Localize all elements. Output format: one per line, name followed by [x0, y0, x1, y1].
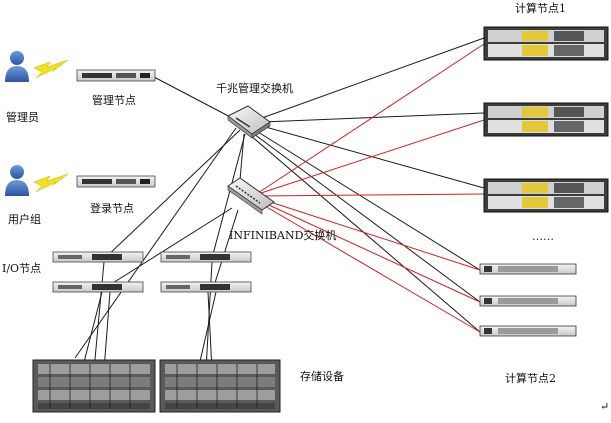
link-io-to-storage-6	[205, 261, 213, 371]
mgmt-node-label: 管理节点	[92, 93, 136, 107]
link-io-to-storage-3	[207, 291, 213, 371]
user-group-label: 用户组	[8, 212, 41, 226]
mgmt-node-server	[76, 69, 156, 82]
lightning-icon	[33, 59, 69, 79]
admin-label: 管理员	[6, 110, 39, 124]
compute1-chassis-3	[483, 178, 609, 213]
link-gigswitch-to-compute2-b	[253, 133, 481, 303]
link-ib-to-io-b	[213, 209, 239, 287]
io-node-label: I/O节点	[2, 262, 41, 275]
link-gigswitch-to-compute2-c	[249, 134, 481, 333]
compute1-chassis-2	[483, 102, 609, 137]
compute2-server-3	[479, 325, 577, 337]
storage-array-1	[32, 359, 156, 413]
ib-switch-label: INFINIBAND交换机	[229, 228, 336, 242]
io-node-server-1	[52, 251, 144, 263]
user-group-icon	[5, 165, 29, 196]
io-node-server-3	[52, 281, 144, 293]
ib-link-compute2-a	[257, 197, 481, 271]
link-io-to-storage-1	[81, 291, 103, 371]
infiniband-links	[257, 43, 485, 333]
compute1-label: 计算节点1	[515, 1, 566, 15]
compute1-chassis-1	[483, 26, 609, 61]
storage-label: 存储设备	[300, 369, 344, 383]
infiniband-switch-icon	[227, 177, 275, 215]
link-io-to-storage-2	[103, 291, 111, 371]
io-node-server-4	[160, 281, 252, 293]
link-ib-to-io-a	[107, 207, 233, 287]
link-gigswitch-to-compute2-a	[257, 131, 481, 271]
ib-link-compute1-b	[257, 119, 485, 195]
ib-link-compute2-b	[257, 199, 481, 303]
link-io-to-storage-5	[93, 261, 105, 371]
ethernet-links	[74, 37, 485, 371]
admin-user-icon	[5, 51, 29, 82]
link-gigswitch-to-storage-a	[74, 127, 237, 359]
gigabit-switch-icon	[227, 105, 271, 139]
link-mgmt-to-gigswitch	[153, 76, 237, 121]
login-node-server	[76, 175, 156, 188]
compute2-server-1	[479, 263, 577, 275]
link-gigswitch-to-io-a	[104, 129, 241, 259]
link-gigswitch-to-compute1-c	[261, 125, 485, 189]
link-io-to-storage-4	[197, 291, 217, 371]
ib-link-compute2-c	[257, 201, 481, 333]
gig-switch-label: 千兆管理交换机	[216, 81, 293, 95]
io-node-server-2	[160, 251, 252, 263]
link-gigswitch-to-compute1-a	[261, 37, 485, 119]
link-gigswitch-to-io-b	[211, 133, 246, 259]
paragraph-mark: ↵	[600, 400, 609, 413]
compute2-server-2	[479, 295, 577, 307]
login-node-label: 登录节点	[90, 201, 134, 215]
storage-array-2	[159, 359, 281, 413]
ib-link-compute1-a	[257, 43, 485, 194]
lightning-icon	[33, 173, 69, 193]
ib-link-compute1-c	[257, 193, 485, 197]
compute2-label: 计算节点2	[505, 371, 556, 385]
ellipsis-label: ……	[532, 230, 554, 243]
